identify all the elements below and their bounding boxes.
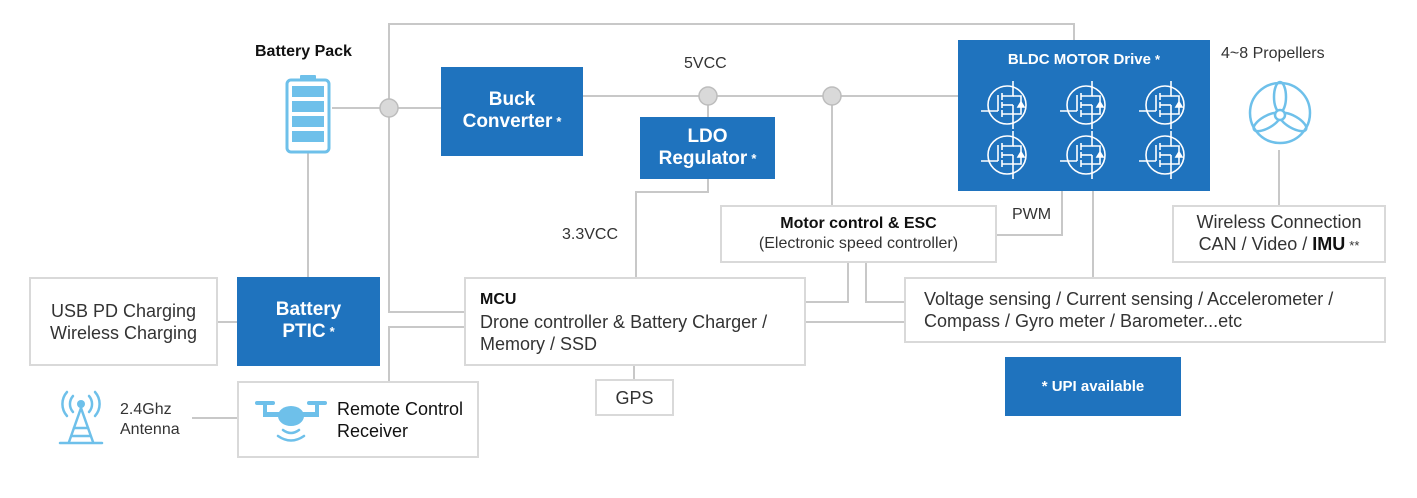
mcu-line1: Drone controller & Battery Charger / [480,311,768,332]
buck-mark: * [556,114,562,130]
antenna-label: 2.4Ghz Antenna [120,400,180,440]
wireless-connection-box: Wireless Connection CAN / Video / IMU** [1172,205,1386,263]
ptic-line2: PTIC [282,321,326,343]
mcu-box: MCU Drone controller & Battery Charger /… [464,277,806,366]
mcu-line2: Memory / SSD [480,333,598,354]
mosfet-icon [1139,81,1185,130]
buck-line2: Converter [462,111,553,133]
drone-icon [253,390,329,450]
gps-text: GPS [615,387,654,408]
mosfet-icon [981,81,1027,130]
sensing-box: Voltage sensing / Current sensing / Acce… [904,277,1386,343]
bldc-motor-drive-block: BLDC MOTOR Drive* [958,40,1210,191]
wireless-line1: Wireless Connection [1196,212,1362,233]
remote-control-receiver-box: Remote Control Receiver [237,381,479,458]
wireless-line2-prefix: CAN / Video / [1198,234,1313,255]
ldo-line2: Regulator [658,148,748,169]
ldo-regulator-block: LDO Regulator* [640,117,775,179]
usb-line2: Wireless Charging [49,322,198,343]
upi-available-block: * UPI available [1005,357,1181,416]
ptic-line1: Battery [275,299,342,321]
buck-converter-block: Buck Converter* [441,67,583,156]
ldo-line1: LDO [687,125,728,147]
bldc-title: BLDC MOTOR Drive [1007,51,1151,68]
gps-box: GPS [595,379,674,416]
motor-control-title: Motor control & ESC [780,215,937,232]
ptic-mark: * [329,324,335,340]
battery-icon [285,74,331,154]
sensing-line2: Compass / Gyro meter / Barometer...etc [924,311,1243,331]
upi-text: * UPI available [1041,377,1145,395]
pwm-label: PWM [1012,206,1052,223]
antenna-icon [52,390,110,446]
mosfet-icon [1060,81,1106,130]
remote-line2: Receiver [337,420,409,441]
propellers-label: 4~8 Propellers [1221,45,1325,62]
battery-ptic-block: Battery PTIC* [237,277,380,366]
antenna-line1: 2.4Ghz [120,401,172,418]
mcu-title: MCU [480,290,517,308]
propeller-icon [1247,80,1313,150]
sensing-line1: Voltage sensing / Current sensing / Acce… [924,289,1334,309]
antenna-line2: Antenna [120,421,180,438]
mosfet-icon [1139,131,1185,180]
buck-line1: Buck [488,89,536,111]
usb-charging-box: USB PD Charging Wireless Charging [29,277,218,366]
usb-line1: USB PD Charging [50,300,197,321]
mosfet-icon [981,131,1027,180]
wireless-mark: ** [1349,237,1360,253]
motor-control-esc-box: Motor control & ESC (Electronic speed co… [720,205,997,263]
mosfet-icon [1060,131,1106,180]
vcc33-label: 3.3VCC [562,226,619,243]
remote-line1: Remote Control [337,398,464,419]
battery-pack-label: Battery Pack [255,43,352,60]
motor-control-subtitle: (Electronic speed controller) [758,235,959,252]
wireless-imu: IMU [1312,234,1346,255]
vcc5-label: 5VCC [684,55,727,72]
bldc-mark: * [1155,52,1161,68]
ldo-mark: * [751,150,757,166]
mosfet-array [981,81,1185,180]
